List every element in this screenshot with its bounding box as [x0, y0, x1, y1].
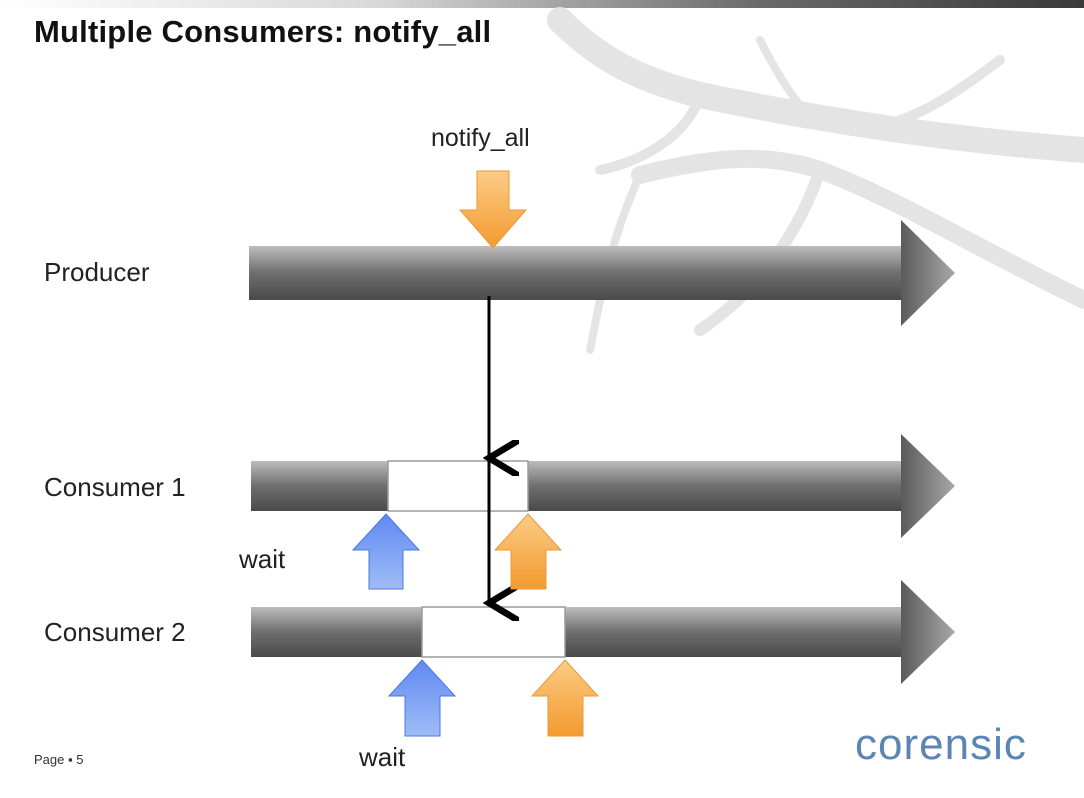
lane-label-producer: Producer: [44, 257, 150, 287]
consumer2-waiting-box: [421, 606, 566, 658]
producer-timeline: [249, 220, 955, 326]
notify-all-label: notify_all: [431, 124, 530, 152]
slide-title: Multiple Consumers: notify_all: [34, 14, 492, 49]
wait-label-consumer2: wait: [359, 742, 406, 772]
wait-label-consumer1: wait: [239, 544, 286, 574]
corensic-logo: corensic: [855, 720, 1027, 769]
consumer1-wait-up-arrow-icon: [351, 513, 421, 590]
consumer1-resume-up-arrow-icon: [493, 513, 563, 590]
lane-label-consumer1: Consumer 1: [44, 472, 186, 502]
consumer1-waiting-box: [387, 460, 529, 512]
consumer1-timeline: [251, 434, 955, 538]
top-gradient-bar: [0, 0, 1084, 8]
consumer2-wait-up-arrow-icon: [387, 659, 457, 737]
notify-down-arrow-icon: [458, 170, 528, 249]
consumer2-resume-up-arrow-icon: [530, 659, 600, 737]
background-branch-decoration: [547, 7, 1084, 354]
page-number: Page ▪ 5: [34, 752, 84, 767]
consumer2-timeline: [251, 580, 955, 684]
lane-label-consumer2: Consumer 2: [44, 617, 186, 647]
